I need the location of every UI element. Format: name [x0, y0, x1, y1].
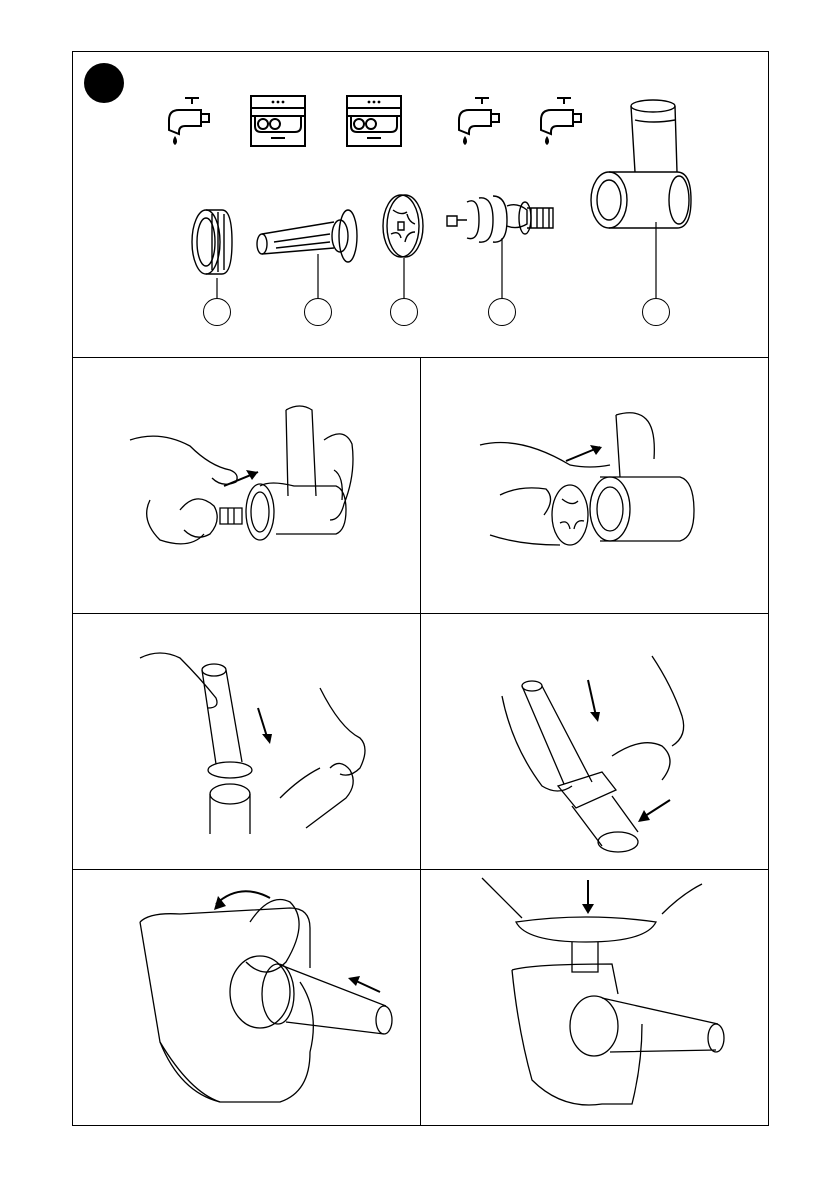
callout-marker [488, 298, 516, 326]
illustration-place-tray [472, 874, 732, 1114]
illustration-place-nozzle [130, 648, 390, 848]
callout-marker [203, 298, 231, 326]
callout-marker [304, 298, 332, 326]
illustration-attach-blade [470, 405, 720, 565]
callout-leaders [0, 0, 839, 400]
illustration-mount-on-motor [130, 882, 400, 1112]
callout-marker [642, 298, 670, 326]
callout-marker [390, 298, 418, 326]
divider [420, 357, 421, 1126]
illustration-insert-feed-screw [120, 400, 380, 560]
illustration-screw-ring-nut [492, 636, 722, 856]
